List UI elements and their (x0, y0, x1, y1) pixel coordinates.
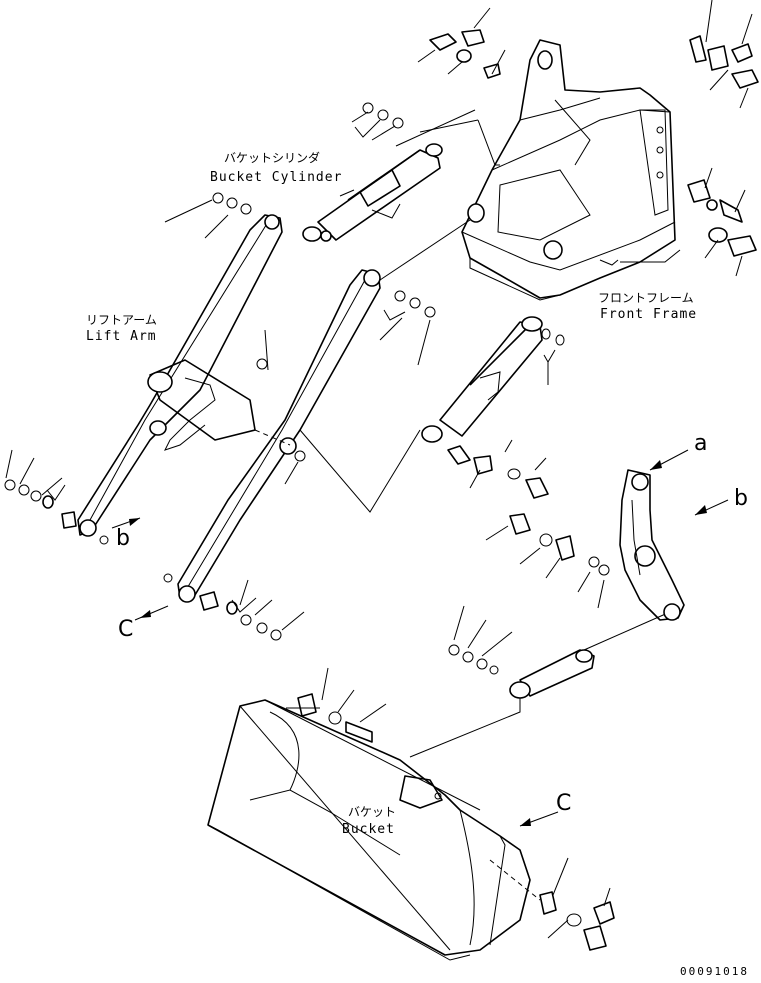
bucket-cylinder-label-en: Bucket Cylinder (210, 170, 342, 185)
tilt-rod (448, 605, 595, 699)
ref-label-c-left: C (118, 617, 133, 642)
lift-arm-label-en: Lift Arm (86, 329, 157, 344)
front-frame-leaders (419, 119, 681, 263)
label-bucket: バケット Bucket (342, 805, 396, 837)
ref-label-c-right: C (556, 791, 571, 816)
connector-lines (299, 219, 671, 901)
bucket-cylinder (302, 143, 443, 242)
label-front-frame: フロントフレーム Front Frame (598, 291, 697, 322)
front-frame-label-jp: フロントフレーム (598, 291, 694, 305)
lift-cylinder-hardware (447, 328, 610, 609)
lift-cylinder (421, 316, 543, 443)
bell-crank (619, 469, 685, 621)
bucket-cylinder-washers (351, 102, 476, 147)
front-frame (461, 39, 676, 301)
frame-right-pins (687, 0, 759, 277)
bucket-label-en: Bucket (342, 822, 395, 837)
drawing-code: 00091018 (680, 965, 749, 978)
reference-arrows (111, 449, 729, 827)
bucket-label-jp: バケット (348, 805, 396, 819)
ref-label-b-left: b (116, 526, 130, 551)
bucket-hardware (286, 667, 615, 951)
lift-arm-label-jp: リフトアーム (86, 313, 157, 327)
bucket-cylinder-label-jp: バケットシリンダ (224, 150, 320, 165)
frame-top-pins (417, 7, 506, 79)
bucket (207, 699, 531, 961)
ref-label-b-right: b (734, 486, 748, 511)
lift-arm-hardware (4, 192, 436, 641)
front-frame-label-en: Front Frame (600, 307, 697, 322)
lift-arm (77, 214, 381, 603)
label-bucket-cylinder: バケットシリンダ Bucket Cylinder (210, 150, 342, 185)
label-lift-arm: リフトアーム Lift Arm (86, 313, 157, 344)
ref-label-a: a (694, 431, 707, 456)
